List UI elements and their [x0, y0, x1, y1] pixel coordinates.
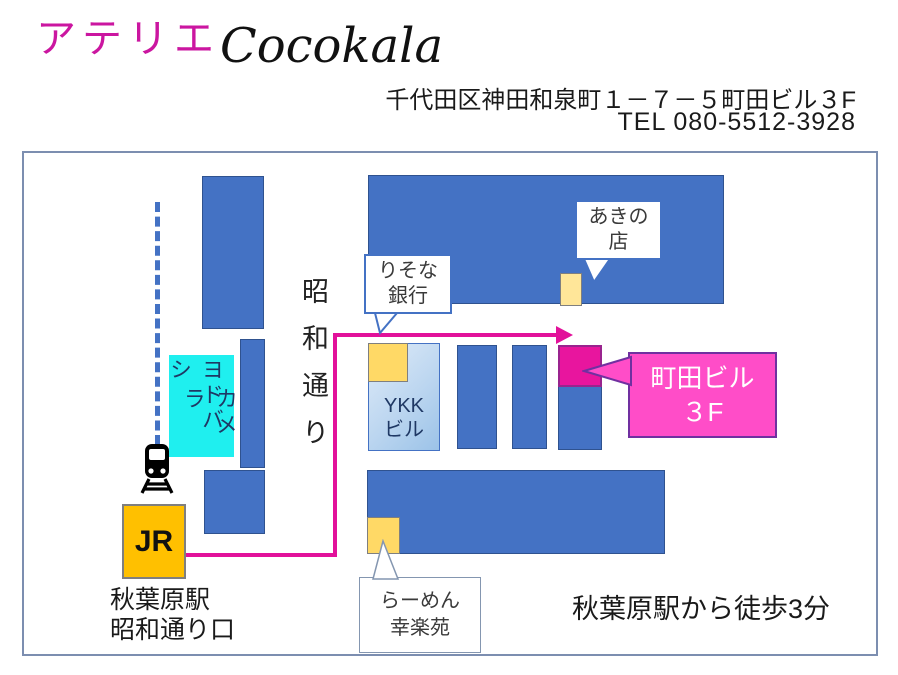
title-latin: Cocokala: [220, 18, 444, 74]
ykk-label-line2: ビル: [384, 419, 424, 441]
yodobashi-label: ヨドバシ: [167, 358, 224, 433]
callout-text: りそな: [378, 260, 438, 282]
callout-tail: [582, 258, 612, 284]
building-block: [240, 339, 265, 468]
callout-tail: [372, 539, 400, 580]
callout-tail: [582, 355, 632, 387]
building-block: [367, 470, 665, 554]
station-name: 秋葉原駅: [110, 586, 211, 614]
jr-station-box: JR: [122, 504, 186, 579]
train-icon: [140, 444, 174, 494]
jr-label: JR: [134, 524, 174, 558]
callout-tail: [373, 312, 400, 335]
yodobashi-camera-building: ヨドバシ カメラ: [167, 355, 238, 457]
building-block: [202, 176, 264, 329]
ramen-kourakuen-callout: らーめん 幸楽苑: [359, 577, 481, 653]
callout-text: あきの: [588, 206, 649, 228]
station-exit-label: 秋葉原駅 昭和通り口: [110, 585, 235, 645]
callout-text: 銀行: [388, 285, 428, 307]
callout-text: ３F: [681, 397, 724, 427]
callout-text: 幸楽苑: [390, 617, 450, 639]
building-block: [204, 470, 265, 534]
walking-time-note: 秋葉原駅から徒歩3分: [572, 594, 831, 624]
akino-shop-callout: あきの 店: [575, 200, 662, 260]
ykk-label-line1: YKK: [383, 395, 425, 417]
station-exit-name: 昭和通り口: [110, 616, 236, 644]
callout-text: らーめん: [380, 590, 460, 612]
yodobashi-label: カメラ: [181, 387, 238, 439]
railway-dashed-line: [155, 202, 160, 445]
title-japanese: アテリエ: [36, 17, 220, 61]
building-block: [457, 345, 497, 449]
route-segment: [186, 553, 337, 557]
akino-shop-marker: [560, 273, 582, 306]
machida-building-marker: [558, 345, 602, 387]
callout-text: 店: [608, 231, 629, 253]
address-line: 千代田区神田和泉町１－７－５町田ビル３F: [385, 87, 856, 114]
building-block: [558, 386, 602, 450]
route-segment: [333, 333, 337, 557]
callout-text: 町田ビル: [650, 363, 755, 393]
building-block: [512, 345, 547, 449]
street-name-label: 昭和通り: [298, 277, 328, 465]
route-segment: [333, 333, 556, 337]
risona-bank-callout: りそな 銀行: [364, 254, 452, 314]
risona-bank-marker: [368, 343, 408, 382]
machida-building-callout: 町田ビル ３F: [628, 352, 777, 438]
phone-line: TEL 080-5512-3928: [617, 108, 856, 136]
route-arrow-icon: [556, 326, 573, 344]
map-canvas: ヨドバシ カメラ 昭和通り YKK ビル あきの 店 りそな 銀行: [22, 151, 878, 656]
page-title: アテリエCocokala: [36, 6, 443, 74]
